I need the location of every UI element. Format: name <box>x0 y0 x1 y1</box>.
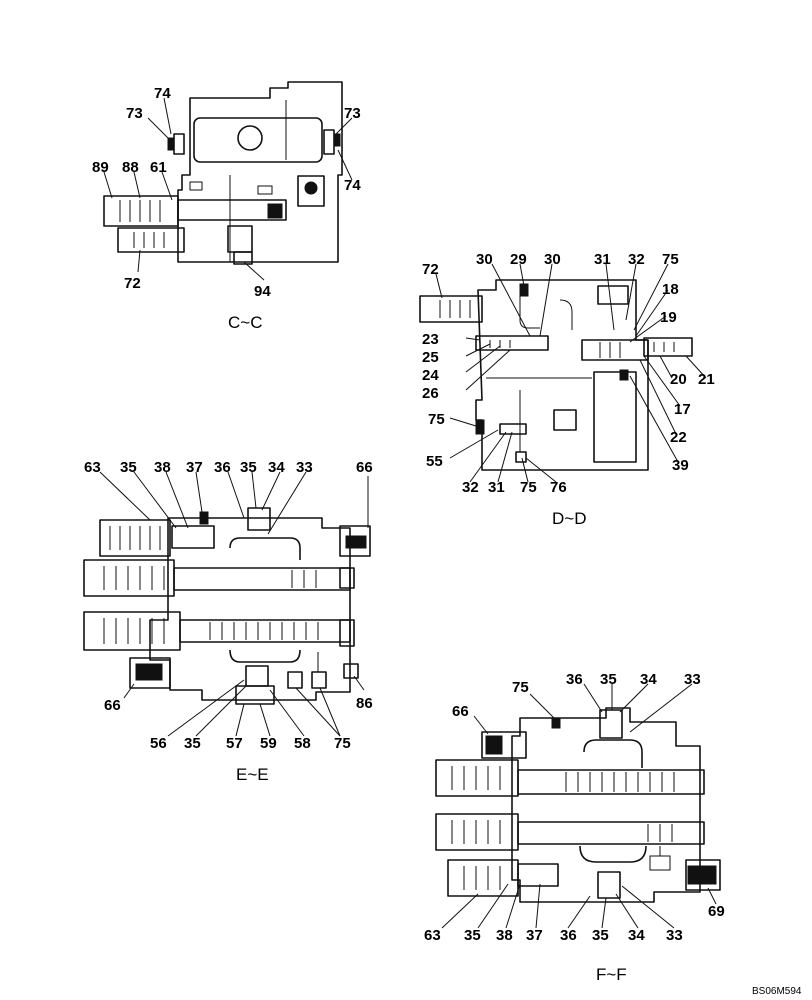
callout-76: 76 <box>550 479 567 496</box>
callout-66: 66 <box>452 703 469 720</box>
callout-63: 63 <box>84 459 101 476</box>
callout-58: 58 <box>294 735 311 752</box>
view-title: C~C <box>228 313 262 332</box>
callout-19: 19 <box>660 309 677 326</box>
callout-88: 88 <box>122 159 139 176</box>
valve-body-e <box>83 507 371 705</box>
callout-37: 37 <box>526 927 543 944</box>
callout-56: 56 <box>150 735 167 752</box>
callout-38: 38 <box>154 459 171 476</box>
callout-74: 74 <box>344 177 361 194</box>
callout-32: 32 <box>628 251 645 268</box>
valve-body-c <box>103 81 343 265</box>
callout-55: 55 <box>426 453 443 470</box>
leader-lines-c <box>103 97 353 281</box>
callout-34: 34 <box>268 459 285 476</box>
callout-17: 17 <box>674 401 691 418</box>
callout-34: 34 <box>628 927 645 944</box>
callout-94: 94 <box>254 283 271 300</box>
callout-75: 75 <box>334 735 351 752</box>
callout-33: 33 <box>666 927 683 944</box>
callout-35: 35 <box>120 459 137 476</box>
callout-21: 21 <box>698 371 715 388</box>
valve-body-f <box>435 707 721 903</box>
view-title: D~D <box>552 509 586 528</box>
callout-66: 66 <box>104 697 121 714</box>
leader-lines-f <box>441 683 717 929</box>
callout-37: 37 <box>186 459 203 476</box>
callout-35: 35 <box>184 735 201 752</box>
callout-29: 29 <box>510 251 527 268</box>
valve-body-d <box>419 279 693 471</box>
callout-25: 25 <box>422 349 439 366</box>
callout-63: 63 <box>424 927 441 944</box>
callout-30: 30 <box>476 251 493 268</box>
callout-75: 75 <box>520 479 537 496</box>
section-view-d <box>419 263 707 483</box>
callout-35: 35 <box>464 927 481 944</box>
callout-36: 36 <box>566 671 583 688</box>
callout-75: 75 <box>512 679 529 696</box>
callout-20: 20 <box>670 371 687 388</box>
callout-57: 57 <box>226 735 243 752</box>
callout-24: 24 <box>422 367 439 384</box>
callout-30: 30 <box>544 251 561 268</box>
callout-75: 75 <box>662 251 679 268</box>
callout-26: 26 <box>422 385 439 402</box>
callout-66: 66 <box>356 459 373 476</box>
callout-72: 72 <box>422 261 439 278</box>
callout-31: 31 <box>488 479 505 496</box>
section-view-c <box>103 81 353 281</box>
callout-labels: 74 73 73 74 89 88 61 72 94C~C 72 30 29 30 31 32 75 18 19 2… <box>84 85 802 997</box>
callout-86: 86 <box>356 695 373 712</box>
callout-35: 35 <box>600 671 617 688</box>
callout-36: 36 <box>214 459 231 476</box>
leader-lines-e <box>99 471 369 737</box>
callout-35: 35 <box>240 459 257 476</box>
callout-72: 72 <box>124 275 141 292</box>
document-code: BS06M594 <box>752 986 802 997</box>
callout-32: 32 <box>462 479 479 496</box>
section-view-e <box>83 471 371 737</box>
leader-lines-d <box>435 263 707 483</box>
callout-22: 22 <box>670 429 687 446</box>
callout-36: 36 <box>560 927 577 944</box>
callout-33: 33 <box>296 459 313 476</box>
callout-31: 31 <box>594 251 611 268</box>
callout-35: 35 <box>592 927 609 944</box>
callout-74: 74 <box>154 85 171 102</box>
callout-75: 75 <box>428 411 445 428</box>
callout-59: 59 <box>260 735 277 752</box>
callout-33: 33 <box>684 671 701 688</box>
section-view-f <box>435 683 721 929</box>
view-title: F~F <box>596 965 627 984</box>
callout-39: 39 <box>672 457 689 474</box>
callout-23: 23 <box>422 331 439 348</box>
callout-18: 18 <box>662 281 679 298</box>
callout-34: 34 <box>640 671 657 688</box>
callout-73: 73 <box>126 105 143 122</box>
callout-89: 89 <box>92 159 109 176</box>
view-title: E~E <box>236 765 269 784</box>
callout-69: 69 <box>708 903 725 920</box>
callout-61: 61 <box>150 159 167 176</box>
callout-73: 73 <box>344 105 361 122</box>
callout-38: 38 <box>496 927 513 944</box>
